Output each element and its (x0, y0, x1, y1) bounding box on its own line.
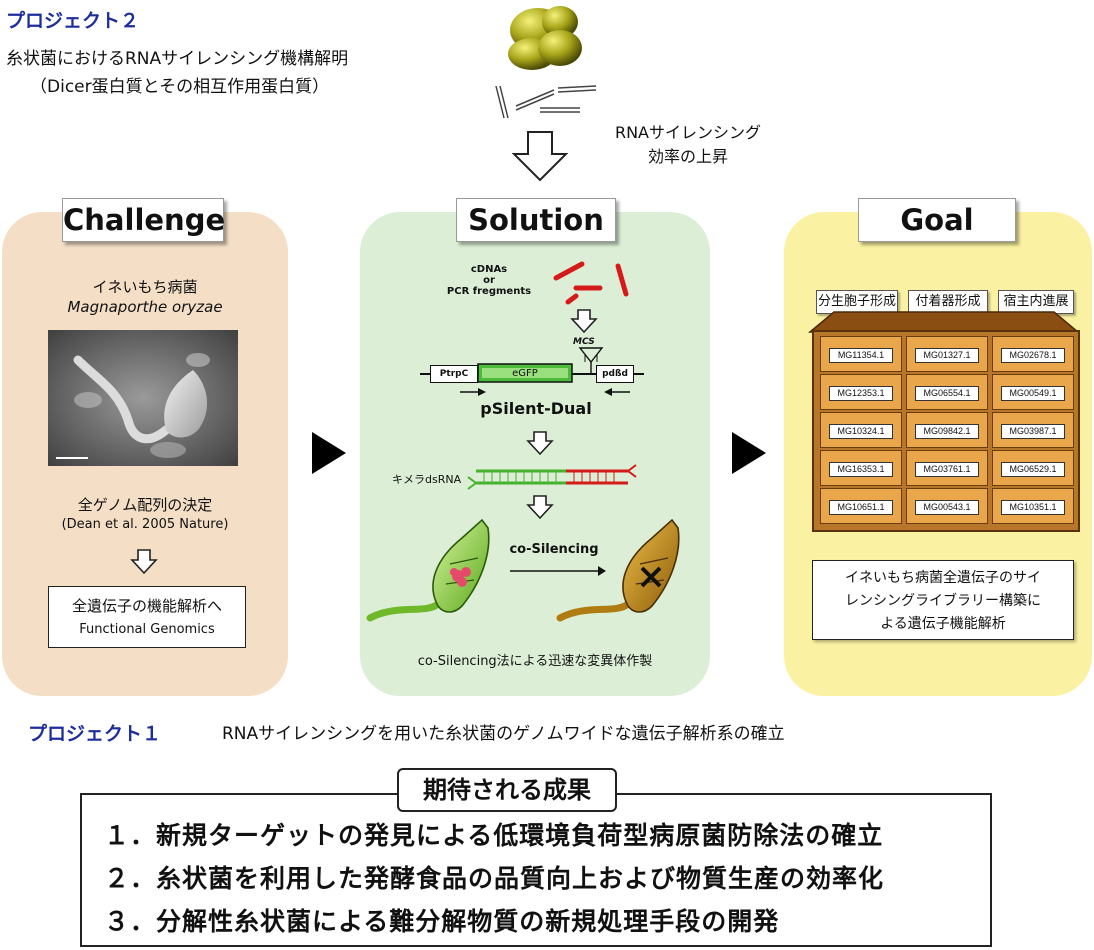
goal-summary-box: イネいもち病菌全遺伝子のサイ レンシングライブラリー構築に よる遺伝子機能解析 (812, 560, 1074, 640)
goal-tag: 分生胞子形成 (816, 290, 898, 314)
cosilencing-label: co-Silencing (509, 542, 599, 557)
cdna-label: cDNAs or PCR fregments (444, 264, 534, 297)
chimera-dsrna-icon (467, 464, 637, 490)
shelf-cell: MG00543.1 (906, 488, 988, 524)
gfp-fungus-icon (366, 518, 490, 622)
gene-id: MG01327.1 (915, 348, 979, 363)
shelf-cell: MG12353.1 (820, 374, 902, 410)
goal-summary-line2: レンシングライブラリー構築に (845, 593, 1041, 609)
right-arrow-icon (732, 432, 766, 474)
cdna-line1: cDNAs (470, 264, 508, 275)
organism-latin: Magnaporthe oryzae (67, 298, 223, 316)
dicer-protein-illustration (495, 6, 597, 119)
shelf-cell: MG03987.1 (992, 412, 1074, 448)
gene-id: MG06554.1 (915, 386, 979, 401)
expected-item: ２．糸状菌を利用した発酵食品の品質向上および物質生産の効率化 (104, 864, 885, 893)
project2-title: プロジェクト２ (6, 10, 140, 32)
shelf-cell: MG10651.1 (820, 488, 902, 524)
promoter-pdbd: pdßd (596, 365, 634, 383)
promoter-ptrpc: PtrpC (430, 365, 478, 383)
cdna-line2: or (483, 275, 495, 286)
challenge-header: Challenge (62, 198, 225, 242)
down-arrow-icon (526, 495, 554, 520)
down-arrow-icon (512, 131, 568, 182)
solution-header: Solution (456, 198, 616, 242)
organism-jp: イネいもち病菌 (92, 278, 198, 296)
down-arrow-icon (130, 549, 158, 575)
gene-id: MG11354.1 (829, 348, 893, 363)
shelf-cell: MG10324.1 (820, 412, 902, 448)
expected-item: ３．分解性糸状菌による難分解物質の新規処理手段の開発 (104, 907, 780, 936)
shelf-cell: MG03761.1 (906, 450, 988, 486)
vector-name: pSilent-Dual (480, 399, 592, 418)
shelf-cell: MG06554.1 (906, 374, 988, 410)
shelf-cell: MG00549.1 (992, 374, 1074, 410)
project1-text: RNAサイレンシングを用いた糸状菌のゲノムワイドな遺伝子解析系の確立 (222, 724, 785, 744)
gene-id: MG02678.1 (1001, 348, 1065, 363)
rnai-note-line2: 効率の上昇 (647, 147, 728, 166)
fungus-micrograph (48, 330, 238, 466)
right-arrow-icon (510, 566, 606, 576)
functional-genomics-line2: Functional Genomics (79, 622, 215, 637)
shelf-cell: MG10351.1 (992, 488, 1074, 524)
expected-item: １．新規ターゲットの発見による低環境負荷型病原菌防除法の確立 (104, 821, 884, 850)
gene-id: MG10351.1 (1001, 500, 1065, 515)
functional-genomics-box: 全遺伝子の機能解析へ Functional Genomics (48, 586, 246, 648)
gene-id: MG00549.1 (1001, 386, 1065, 401)
genome-sequence: 全ゲノム配列の決定 (77, 496, 213, 514)
gene-id: MG10324.1 (829, 424, 893, 439)
gene-id: MG03987.1 (1001, 424, 1065, 439)
gene-id: MG12353.1 (829, 386, 893, 401)
cdna-line3: PCR fregments (446, 286, 532, 297)
gene-id: MG00543.1 (915, 500, 979, 515)
project2-subtitle-paren: （Dicer蛋白質とその相互作用蛋白質） (30, 77, 330, 97)
project1-title: プロジェクト１ (28, 723, 162, 745)
cdna-fragments-icon (553, 261, 629, 305)
gene-id: MG10651.1 (829, 500, 893, 515)
silenced-fungus-icon (556, 518, 680, 622)
gene-id: MG03761.1 (915, 462, 979, 477)
goal-summary-line1: イネいもち病菌全遺伝子のサイ (845, 570, 1041, 586)
solution-panel (360, 212, 710, 696)
citation: (Dean et al. 2005 Nature) (61, 517, 229, 532)
shelf-cell: MG09842.1 (906, 412, 988, 448)
gene-egfp: eGFP (512, 368, 538, 379)
project2-subtitle: 糸状菌におけるRNAサイレンシング機構解明 (6, 49, 349, 69)
shelf-cell: MG06529.1 (992, 450, 1074, 486)
down-arrow-icon (570, 309, 598, 334)
goal-tag: 付着器形成 (908, 290, 988, 314)
shelf-cell: MG01327.1 (906, 336, 988, 372)
gene-id: MG16353.1 (829, 462, 893, 477)
chimera-dsrna-label: キメラdsRNA (392, 473, 462, 486)
goal-summary-line3: よる遺伝子機能解析 (880, 616, 1006, 632)
right-arrow-icon (312, 432, 346, 474)
shelf-cell: MG11354.1 (820, 336, 902, 372)
functional-genomics-line1: 全遺伝子の機能解析へ (71, 597, 222, 615)
rnai-note-line1: RNAサイレンシング (614, 123, 762, 142)
shelf-cell: MG02678.1 (992, 336, 1074, 372)
mcs-label: MCS (573, 337, 595, 347)
library-shelf: MG11354.1 MG01327.1 MG02678.1 MG12353.1 … (812, 330, 1080, 532)
goal-header: Goal (858, 198, 1016, 242)
down-arrow-icon (526, 431, 554, 456)
solution-caption: co-Silencing法による迅速な変異体作製 (417, 654, 653, 669)
goal-tag: 宿主内進展 (998, 290, 1074, 314)
expected-results-title: 期待される成果 (397, 768, 617, 812)
gene-id: MG09842.1 (915, 424, 979, 439)
gene-id: MG06529.1 (1001, 462, 1065, 477)
shelf-cell: MG16353.1 (820, 450, 902, 486)
